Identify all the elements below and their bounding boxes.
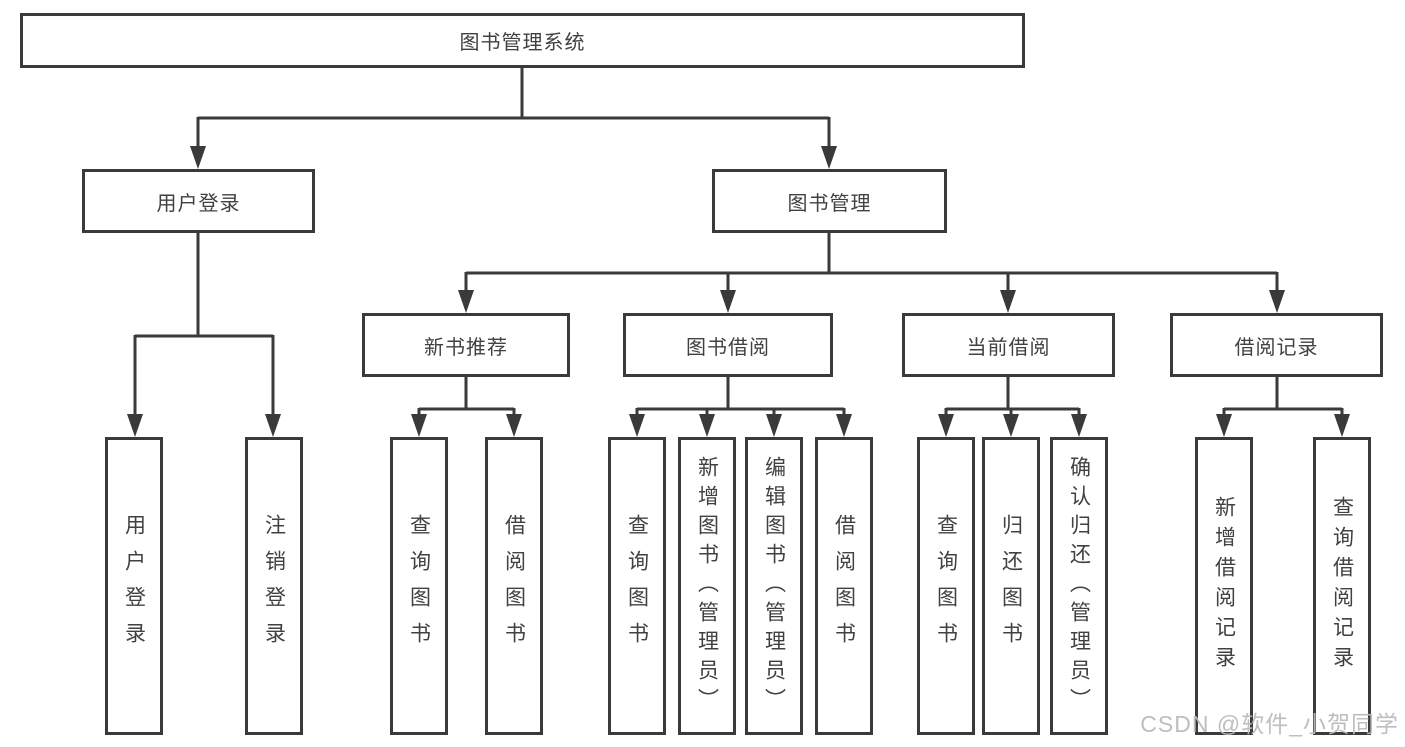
leaf-query-borrow-record-label: 查询借阅记录 [1330,496,1354,676]
node-book-borrow-label: 图书借阅 [686,336,770,359]
leaf-confirm-return-admin-label: 确认归还（管理员） [1067,455,1091,717]
node-book-borrow: 图书借阅 [623,313,833,377]
leaf-borrow-query-books-label: 查询图书 [625,514,649,658]
leaf-query-borrow-record: 查询借阅记录 [1313,437,1371,735]
leaf-add-books-admin: 新增图书（管理员） [678,437,736,735]
leaf-recommend-borrow-books-label: 借阅图书 [502,514,526,658]
leaf-user-login-label: 用户登录 [122,514,146,658]
leaf-borrow-query-books: 查询图书 [608,437,666,735]
leaf-user-login: 用户登录 [105,437,163,735]
node-new-book-recommend-label: 新书推荐 [424,336,508,359]
leaf-edit-books-admin-label: 编辑图书（管理员） [762,455,786,717]
leaf-return-books: 归还图书 [982,437,1040,735]
leaf-edit-books-admin: 编辑图书（管理员） [745,437,803,735]
leaf-return-books-label: 归还图书 [999,514,1023,658]
leaf-add-books-admin-label: 新增图书（管理员） [695,455,719,717]
node-root-library-system: 图书管理系统 [20,13,1025,68]
leaf-recommend-query-books-label: 查询图书 [407,514,431,658]
leaf-logout-label: 注销登录 [262,514,286,658]
leaf-borrow-books-label: 借阅图书 [832,514,856,658]
node-borrow-records: 借阅记录 [1170,313,1383,377]
node-borrow-records-label: 借阅记录 [1234,336,1319,359]
leaf-add-borrow-record-label: 新增借阅记录 [1212,496,1236,676]
leaf-confirm-return-admin: 确认归还（管理员） [1050,437,1108,735]
node-book-management: 图书管理 [712,169,947,233]
node-book-management-label: 图书管理 [787,192,872,215]
csdn-watermark: CSDN @软件_小贺同学 [1140,711,1399,737]
node-user-login-label: 用户登录 [156,192,241,215]
leaf-logout: 注销登录 [245,437,303,735]
node-root-label: 图书管理系统 [459,32,586,54]
node-new-book-recommend: 新书推荐 [362,313,570,377]
leaf-borrow-books: 借阅图书 [815,437,873,735]
leaf-add-borrow-record: 新增借阅记录 [1195,437,1253,735]
leaf-recommend-query-books: 查询图书 [390,437,448,735]
leaf-current-query-books: 查询图书 [917,437,975,735]
node-current-borrow: 当前借阅 [902,313,1115,377]
leaf-recommend-borrow-books: 借阅图书 [485,437,543,735]
node-user-login: 用户登录 [82,169,315,233]
leaf-current-query-books-label: 查询图书 [934,514,958,658]
node-current-borrow-label: 当前借阅 [966,336,1051,359]
